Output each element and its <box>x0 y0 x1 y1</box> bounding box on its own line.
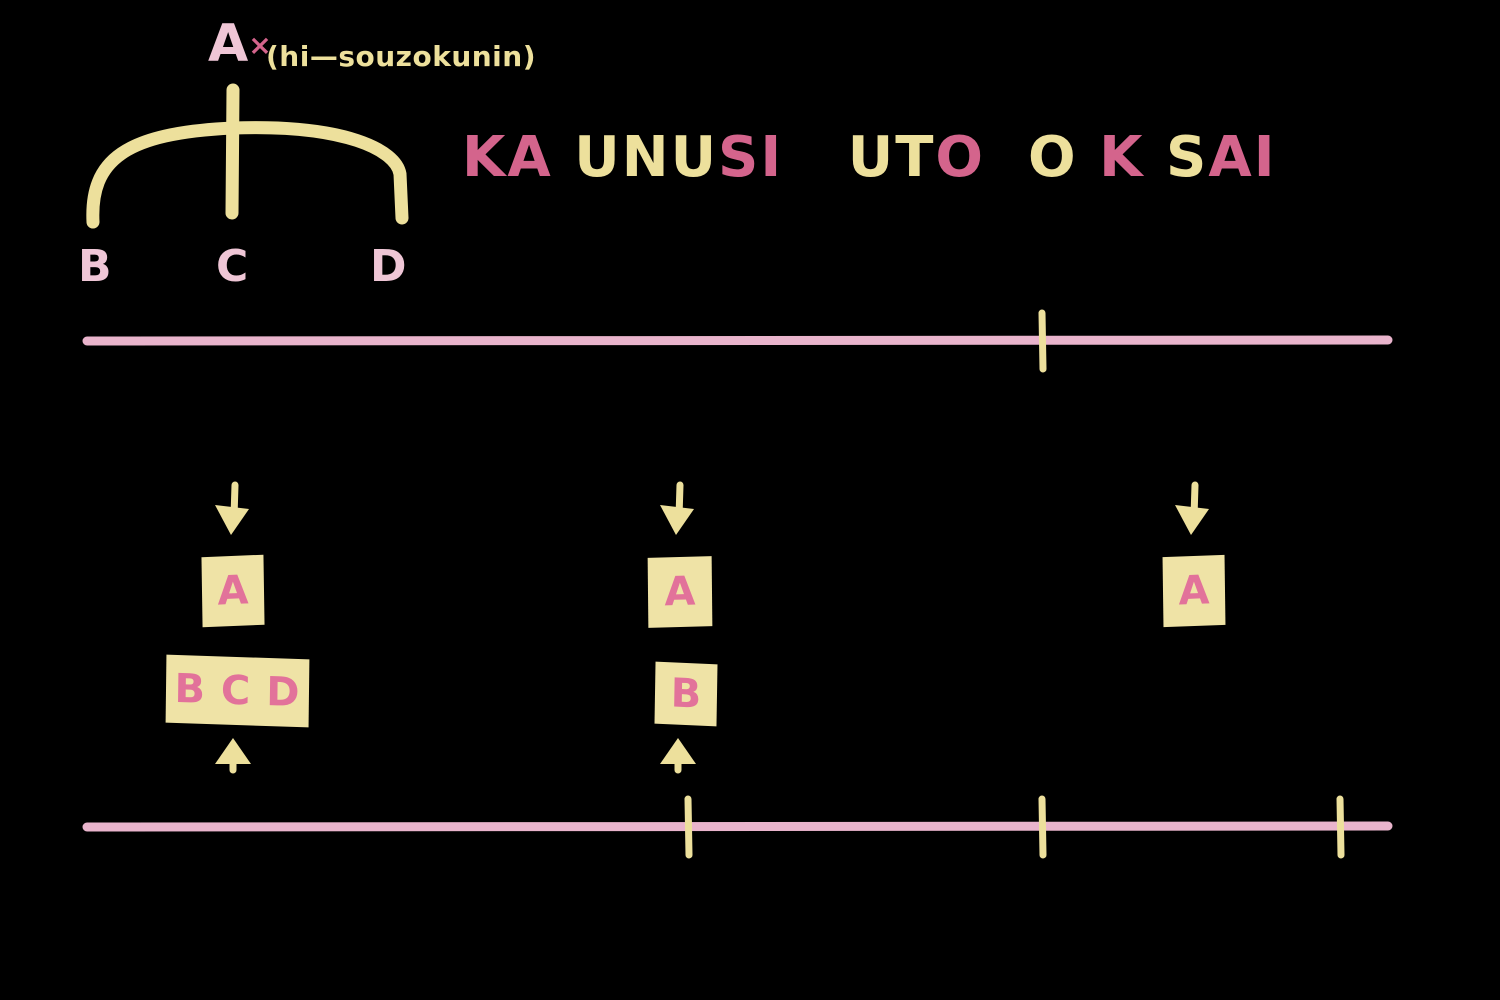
down-arrow-icon <box>1175 481 1209 535</box>
headline-segment: K <box>1099 125 1145 190</box>
headline-segment <box>553 125 575 190</box>
note-box[interactable]: A <box>647 556 713 628</box>
headline-segment: SI <box>718 125 784 190</box>
headline-segment <box>985 125 1028 190</box>
child-label-c: C <box>216 241 249 292</box>
headline-segment: O <box>1028 125 1078 190</box>
bracket-stem <box>225 83 240 220</box>
headline-segment: KA <box>462 125 553 190</box>
up-arrow-icon <box>660 738 696 774</box>
headline-segment: UT <box>847 125 936 190</box>
lower-timeline <box>82 821 1393 832</box>
up-arrow-icon <box>215 738 251 774</box>
child-label-d: D <box>370 241 407 292</box>
note-box-label: B <box>670 670 702 718</box>
headline-segment: AI <box>1208 125 1277 190</box>
headline-segment <box>783 125 848 190</box>
timeline-tick <box>684 795 693 859</box>
note-box-label: B C D <box>174 665 301 717</box>
heir-note: (hi—souzokunin) <box>266 40 537 73</box>
headline-text: KA UNUSI UTO O K SAI <box>462 125 1277 190</box>
timeline-tick <box>1336 795 1345 859</box>
note-box[interactable]: B C D <box>165 654 310 728</box>
note-box[interactable]: A <box>201 554 265 628</box>
note-box-label: A <box>217 567 249 615</box>
heir-label-superscript: × <box>248 28 272 62</box>
bracket-arc <box>86 121 409 229</box>
timeline-tick <box>1038 309 1047 373</box>
headline-segment <box>1078 125 1100 190</box>
note-box[interactable]: A <box>1162 554 1226 628</box>
note-box-label: A <box>1178 567 1210 615</box>
heir-label-wrap: A× <box>208 18 272 70</box>
headline-segment <box>1145 125 1167 190</box>
timelines-group <box>82 309 1393 859</box>
timeline-tick <box>1038 795 1047 859</box>
heir-label-a: A <box>208 14 249 74</box>
note-box[interactable]: B <box>654 661 718 727</box>
down-arrow-icon <box>215 481 249 535</box>
headline-segment: UNU <box>574 125 719 190</box>
upper-timeline <box>82 335 1393 346</box>
arrows-group <box>215 481 1209 774</box>
family-bracket-group <box>86 83 409 229</box>
headline-segment: O <box>935 125 985 190</box>
note-box-label: A <box>664 568 696 616</box>
child-label-b: B <box>78 241 112 292</box>
headline-segment: S <box>1166 125 1209 190</box>
down-arrow-icon <box>660 481 694 535</box>
